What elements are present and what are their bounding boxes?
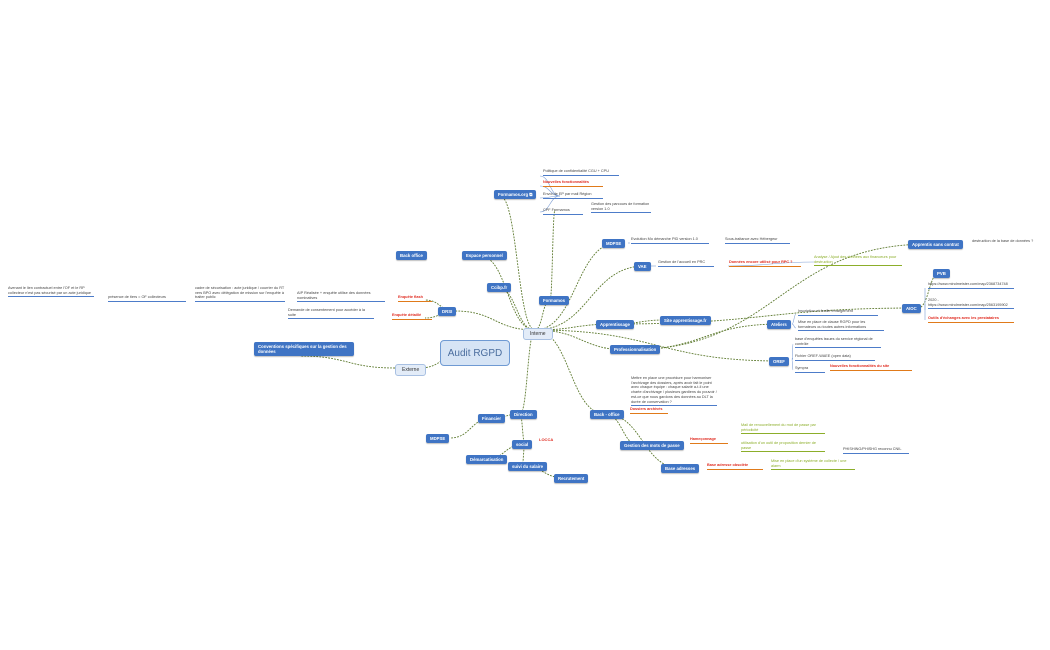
- topic-interne[interactable]: Interne: [523, 328, 553, 340]
- node-apprentissage[interactable]: Apprentissage: [596, 320, 634, 330]
- leaf-ateliers-2: Mise en place de clause RGPD pour les fo…: [798, 320, 884, 332]
- node-dematerialisation[interactable]: Démarcatisation: [466, 455, 508, 465]
- connector: [539, 185, 561, 197]
- label-locca: LOCCA: [539, 437, 554, 442]
- node-base-adresses[interactable]: Base adresses: [661, 464, 700, 474]
- node-suivi-salaire[interactable]: suivi du salaire: [508, 462, 548, 472]
- leaf-pvb-1: https://www.mindmeister.com/map/23687347…: [928, 282, 1014, 289]
- leaf-donnees-utilise: Données encore utilisé pour RPC ?: [729, 260, 801, 267]
- node-formamos-org[interactable]: Formamos.org ⧉: [494, 190, 537, 200]
- leaf-demande-consent: Demande de consentement pour accéder à l…: [288, 308, 374, 320]
- leaf-cpf: CPF Formamos: [543, 208, 583, 215]
- connector: [497, 287, 536, 331]
- leaf-mettre-en-place: Mettre en place une procédure pour harmo…: [631, 376, 717, 407]
- node-gestion-mots-de-passe[interactable]: Gestion des mots de passe: [620, 441, 684, 451]
- leaf-mail-renouvellement: Mail de renouvellement du mot de passe p…: [741, 423, 825, 435]
- node-apprentis-sans-contrat[interactable]: Apprentis sans contrat: [908, 240, 963, 250]
- connector: [454, 310, 536, 331]
- connector: [534, 242, 618, 331]
- leaf-analyse: Analyse / Ajout des données aux financeu…: [814, 255, 902, 267]
- note-icon: ⧉: [529, 192, 533, 197]
- leaf-sous-traitance: Sous-traitance avec Hébergeur: [725, 237, 790, 244]
- connector: [614, 319, 666, 325]
- connector: [791, 359, 794, 371]
- connector: [479, 255, 536, 331]
- node-espace-personnel[interactable]: Espace personnel: [462, 251, 507, 261]
- leaf-sympa: Sympra: [795, 366, 825, 373]
- leaf-base-enquetes: base d'enquêtes issues du service région…: [795, 337, 881, 349]
- leaf-gestion-accueil: Gestion de l'accueil en PRC: [658, 260, 714, 267]
- node-aioc[interactable]: AIOC: [902, 304, 921, 314]
- node-conventions[interactable]: Conventions spécifiques sur la gestion d…: [254, 342, 354, 357]
- connector: [539, 195, 561, 213]
- connector: [791, 313, 797, 325]
- connector: [917, 271, 941, 309]
- leaf-pvb-2: 2020 - https://www.mindmeister.com/map/2…: [928, 298, 1014, 310]
- node-cciop[interactable]: Ccibp.fr: [487, 283, 512, 293]
- node-mdpse-top[interactable]: MDPSE: [602, 239, 626, 249]
- node-drsi[interactable]: DRSI: [438, 307, 457, 317]
- central-topic[interactable]: Audit RGPD: [440, 340, 510, 366]
- leaf-envoi-ep: Envoi de EP par mail Région: [543, 192, 603, 199]
- leaf-enquete-flash: Enquête flash: [398, 295, 432, 302]
- leaf-avenant: Avenant le lien contractuel entre l'OF e…: [8, 286, 94, 298]
- leaf-utilisation: utilisation d'un outil de proposition de…: [741, 441, 825, 453]
- connector: [534, 329, 606, 415]
- leaf-enquete-detaille: Enquête détaillé: [392, 313, 432, 320]
- connector: [791, 323, 797, 329]
- leaf-nouvelles-fonctionnalites-2: Nouvelles fonctionnalités du site: [830, 364, 912, 371]
- leaf-mise-en-place-alerte: Mise en place d'un système de collecte /…: [771, 459, 855, 471]
- node-pvb[interactable]: PVB: [933, 269, 950, 279]
- connector: [299, 355, 396, 369]
- node-professionnalisation[interactable]: Professionnalisation: [610, 345, 661, 355]
- leaf-outils-echanges: Outils d'échanges avec les prestataires: [928, 316, 1014, 323]
- node-formamos[interactable]: Formamos: [539, 296, 569, 306]
- node-site-apprentissage[interactable]: Site apprentissage.fr: [660, 316, 711, 326]
- leaf-base-obsoletes: Base adresse obsolète: [707, 463, 763, 470]
- leaf-phishing: PHISHING/PHISHG reconnu CNIL: [843, 447, 909, 454]
- node-vae[interactable]: VAE: [634, 262, 651, 272]
- leaf-evolution: Evolution Mo démarche PID version 1.0: [631, 237, 709, 244]
- leaf-aip: AIP Réalisée + enquête utilise des donné…: [297, 291, 385, 303]
- node-back-office-top[interactable]: Back office: [396, 251, 427, 261]
- node-mdpse-bottom[interactable]: MDPSE: [426, 434, 450, 444]
- node-direction[interactable]: Direction: [510, 410, 537, 420]
- connector: [791, 343, 794, 361]
- leaf-dossiers-archives: Dossiers archivés: [630, 407, 668, 414]
- connector: [549, 209, 556, 301]
- node-financier[interactable]: Financier: [478, 414, 506, 424]
- leaf-fichier-oref: Fichier OREF-WAEE (open data): [795, 354, 875, 361]
- leaf-nouvelles-fonctionnalites-1: Nouvelles fonctionnalités: [543, 180, 603, 187]
- leaf-presence: présence de tiers = OF collecteurs: [108, 295, 186, 302]
- leaf-hameconnage: Hameçonnage: [690, 437, 728, 444]
- leaf-gestion-parcours: Gestion des parcours de formation versio…: [591, 202, 651, 214]
- node-back-office-bottom[interactable]: Back - office: [590, 410, 624, 420]
- node-recrutement[interactable]: Recrutement: [554, 474, 589, 484]
- connector: [499, 195, 536, 331]
- topic-externe[interactable]: Externe: [395, 364, 427, 376]
- leaf-cadre: cadre de sécurisation : acte juridique /…: [195, 286, 285, 303]
- connector: [627, 243, 931, 351]
- leaf-ateliers-1: Inscription et feuille émargement: [798, 309, 878, 316]
- connector: [519, 329, 536, 415]
- node-ateliers[interactable]: Ateliers: [767, 320, 791, 330]
- connector: [534, 265, 646, 331]
- leaf-destruction: destruction de la base de données ?: [972, 239, 1034, 243]
- leaf-politique-confidentialite: Politique de confidentialité CGU + CPU: [543, 169, 619, 176]
- node-social[interactable]: social: [512, 440, 533, 450]
- node-orep[interactable]: OREF: [769, 357, 789, 367]
